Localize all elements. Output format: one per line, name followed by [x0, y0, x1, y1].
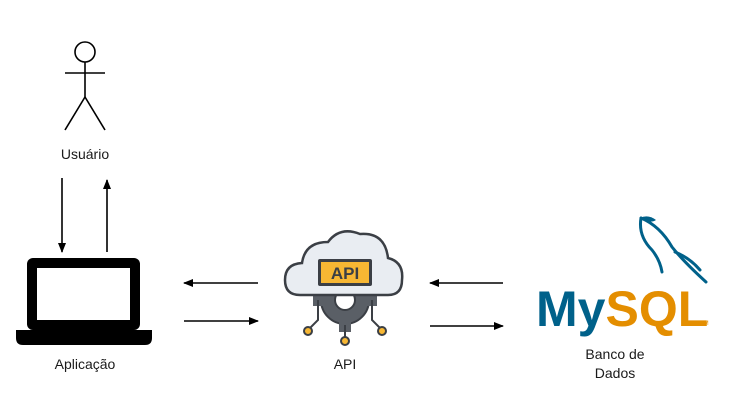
mysql-logo-sql: SQL: [605, 281, 708, 337]
mysql-logo: MySQL TM: [536, 216, 709, 337]
user-label: Usuário: [60, 146, 110, 162]
app-label: Aplicação: [54, 356, 116, 372]
mysql-trademark: TM: [700, 321, 709, 327]
dolphin-icon: [639, 216, 708, 284]
mysql-logo-text: MySQL: [536, 281, 708, 337]
user-actor-icon: [64, 41, 106, 131]
api-cloud-gear-icon: API: [283, 230, 404, 346]
mysql-logo-my: My: [536, 281, 606, 337]
laptop-icon: [16, 258, 152, 345]
api-label: API: [333, 356, 357, 372]
api-badge-text: API: [331, 264, 359, 283]
